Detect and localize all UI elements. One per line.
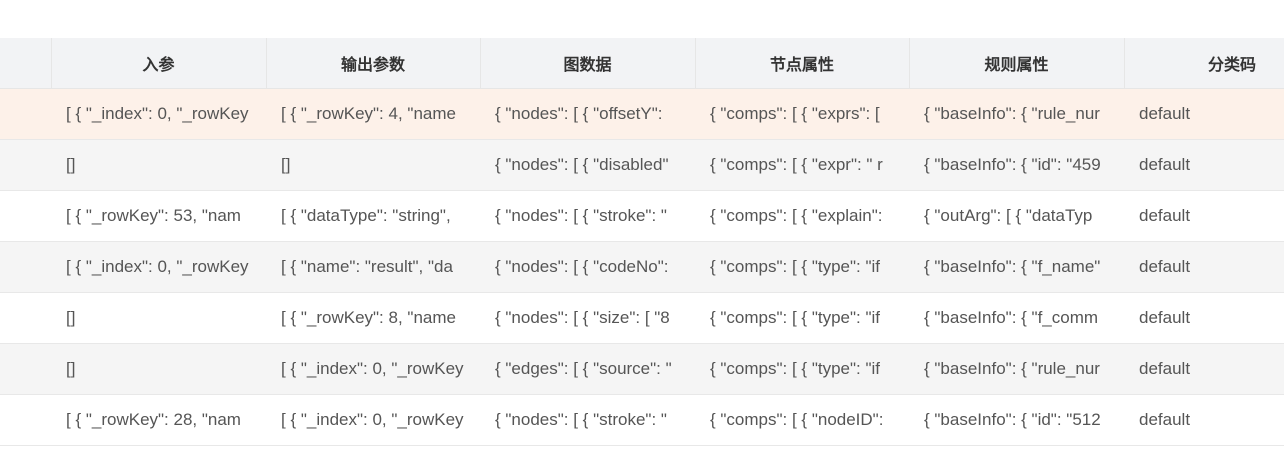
header-input-params[interactable]: 入参 (51, 38, 267, 89)
cell-output-params: [ { "name": "result", "da (266, 241, 480, 293)
cell-category-code: default (1124, 190, 1284, 242)
cell-input-params: [ { "_rowKey": 28, "nam (51, 394, 266, 446)
table-row[interactable]: [] [] { "nodes": [ { "disabled" { "comps… (0, 139, 1284, 191)
header-select (0, 38, 52, 89)
cell-output-params: [ { "_index": 0, "_rowKey (266, 343, 480, 395)
cell-output-params: [ { "_rowKey": 4, "name (266, 88, 480, 140)
cell-node-attributes: { "comps": [ { "nodeID": (695, 394, 909, 446)
cell-input-params: [ { "_rowKey": 53, "nam (51, 190, 266, 242)
cell-input-params: [] (51, 139, 266, 191)
table-row[interactable]: [] [ { "_index": 0, "_rowKey { "edges": … (0, 343, 1284, 395)
cell-node-attributes: { "comps": [ { "type": "if (695, 241, 909, 293)
cell-rule-attributes: { "baseInfo": { "id": "512 (909, 394, 1124, 446)
row-select-cell (0, 394, 51, 446)
row-select-cell (0, 139, 51, 191)
cell-graph-data: { "edges": [ { "source": " (480, 343, 695, 395)
cell-output-params: [ { "_rowKey": 8, "name (266, 292, 480, 344)
cell-input-params: [ { "_index": 0, "_rowKey (51, 241, 266, 293)
header-graph-data[interactable]: 图数据 (480, 38, 696, 89)
row-select-cell (0, 343, 51, 395)
header-output-params[interactable]: 输出参数 (266, 38, 481, 89)
cell-category-code: default (1124, 241, 1284, 293)
data-table-container: 入参 输出参数 图数据 节点属性 规则属性 分类码 [ { "_index": … (0, 38, 1284, 446)
cell-output-params: [] (266, 139, 480, 191)
table-row[interactable]: [ { "_index": 0, "_rowKey [ { "_rowKey":… (0, 88, 1284, 140)
data-table: 入参 输出参数 图数据 节点属性 规则属性 分类码 [ { "_index": … (0, 38, 1284, 446)
cell-output-params: [ { "_index": 0, "_rowKey (266, 394, 480, 446)
row-select-cell (0, 292, 51, 344)
cell-category-code: default (1124, 394, 1284, 446)
cell-input-params: [] (51, 292, 266, 344)
table-row[interactable]: [ { "_index": 0, "_rowKey [ { "name": "r… (0, 241, 1284, 293)
cell-rule-attributes: { "baseInfo": { "rule_nur (909, 343, 1124, 395)
cell-rule-attributes: { "baseInfo": { "rule_nur (909, 88, 1124, 140)
cell-node-attributes: { "comps": [ { "type": "if (695, 343, 909, 395)
cell-graph-data: { "nodes": [ { "offsetY": (480, 88, 695, 140)
header-node-attributes[interactable]: 节点属性 (695, 38, 910, 89)
cell-node-attributes: { "comps": [ { "type": "if (695, 292, 909, 344)
cell-category-code: default (1124, 88, 1284, 140)
cell-input-params: [] (51, 343, 266, 395)
row-select-cell (0, 88, 51, 140)
cell-rule-attributes: { "baseInfo": { "f_comm (909, 292, 1124, 344)
table-body: [ { "_index": 0, "_rowKey [ { "_rowKey":… (0, 88, 1284, 446)
cell-input-params: [ { "_index": 0, "_rowKey (51, 88, 266, 140)
table-row[interactable]: [ { "_rowKey": 28, "nam [ { "_index": 0,… (0, 394, 1284, 446)
cell-category-code: default (1124, 292, 1284, 344)
cell-rule-attributes: { "baseInfo": { "f_name" (909, 241, 1124, 293)
cell-node-attributes: { "comps": [ { "explain": (695, 190, 909, 242)
cell-category-code: default (1124, 343, 1284, 395)
cell-output-params: [ { "dataType": "string", (266, 190, 480, 242)
cell-graph-data: { "nodes": [ { "stroke": " (480, 394, 695, 446)
header-category-code[interactable]: 分类码 (1124, 38, 1284, 89)
cell-rule-attributes: { "outArg": [ { "dataTyp (909, 190, 1124, 242)
cell-node-attributes: { "comps": [ { "expr": " r (695, 139, 909, 191)
cell-graph-data: { "nodes": [ { "size": [ "8 (480, 292, 695, 344)
cell-category-code: default (1124, 139, 1284, 191)
cell-graph-data: { "nodes": [ { "disabled" (480, 139, 695, 191)
table-row[interactable]: [ { "_rowKey": 53, "nam [ { "dataType": … (0, 190, 1284, 242)
row-select-cell (0, 241, 51, 293)
header-row: 入参 输出参数 图数据 节点属性 规则属性 分类码 (0, 38, 1284, 89)
header-rule-attributes[interactable]: 规则属性 (909, 38, 1125, 89)
cell-graph-data: { "nodes": [ { "stroke": " (480, 190, 695, 242)
table-row[interactable]: [] [ { "_rowKey": 8, "name { "nodes": [ … (0, 292, 1284, 344)
table-header: 入参 输出参数 图数据 节点属性 规则属性 分类码 (0, 38, 1284, 89)
row-select-cell (0, 190, 51, 242)
cell-graph-data: { "nodes": [ { "codeNo": (480, 241, 695, 293)
cell-node-attributes: { "comps": [ { "exprs": [ (695, 88, 909, 140)
cell-rule-attributes: { "baseInfo": { "id": "459 (909, 139, 1124, 191)
